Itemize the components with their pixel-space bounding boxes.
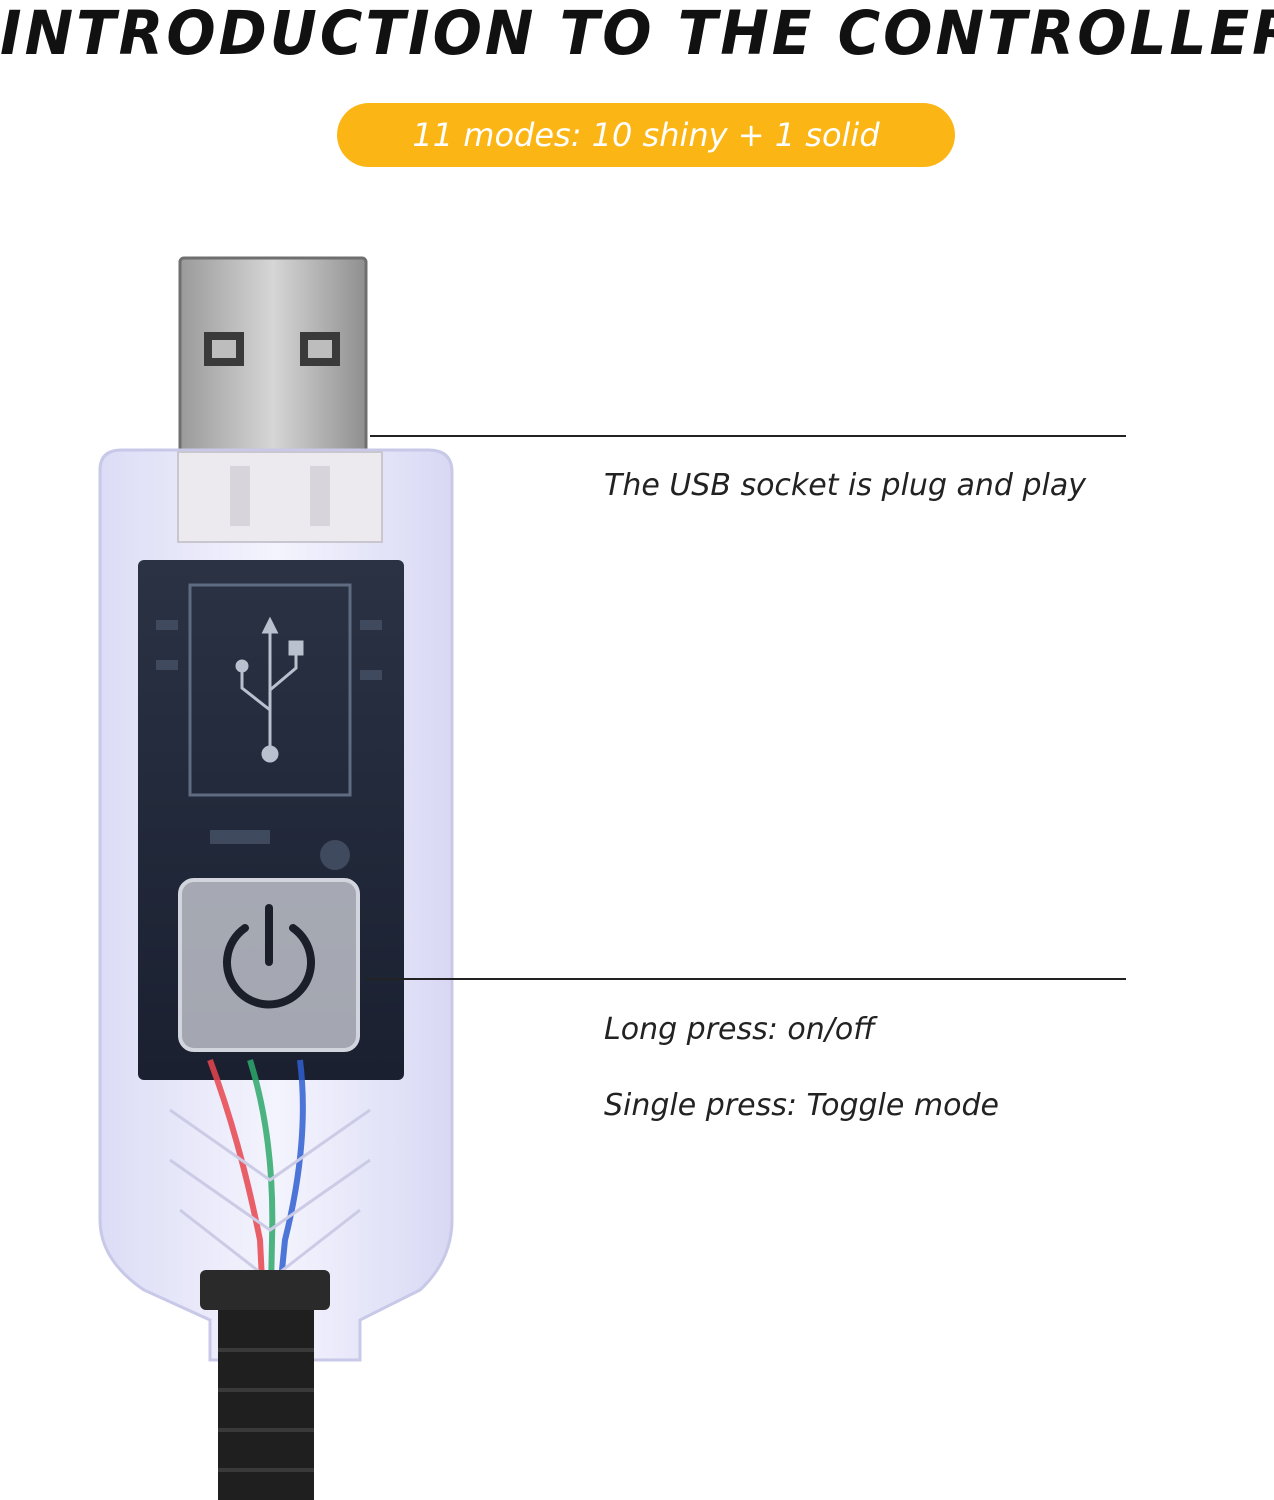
usb-connector-icon <box>178 256 368 456</box>
usb-controller-illustration <box>98 256 454 1500</box>
long-press-callout: Long press: on/off <box>604 1012 875 1047</box>
usb-symbol-icon <box>235 616 304 763</box>
modes-badge: 11 modes: 10 shiny + 1 solid <box>337 103 955 167</box>
power-icon <box>223 904 315 1009</box>
single-press-callout: Single press: Toggle mode <box>604 1088 999 1123</box>
button-callout-line <box>365 978 1126 980</box>
usb-socket-callout: The USB socket is plug and play <box>604 468 1087 503</box>
page-title: INTRODUCTION TO THE CONTROLLER <box>0 0 1274 69</box>
usb-socket-callout-line <box>370 435 1126 437</box>
